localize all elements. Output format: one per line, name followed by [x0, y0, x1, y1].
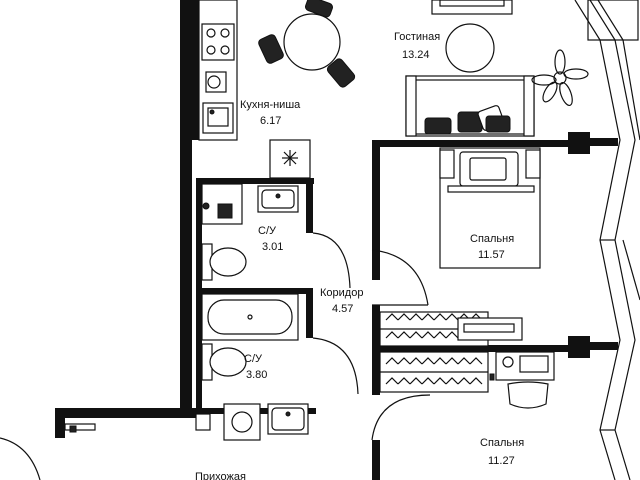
- corridor: Коридор 4.57: [320, 249, 431, 441]
- bedroom2-name: Спальня: [480, 437, 524, 449]
- toilet-icon: [201, 343, 247, 381]
- bedroom-1: Спальня 11.57: [439, 147, 541, 269]
- shower-drain: [217, 203, 233, 219]
- entry-mat: [64, 423, 96, 431]
- bedroom1-area: 11.57: [478, 249, 505, 261]
- corridor-area: 4.57: [332, 303, 353, 315]
- wall-kitchen-bottom: [196, 178, 314, 184]
- stove-icon: [201, 23, 235, 61]
- kitchen: Кухня-ниша 6.17: [198, 0, 311, 179]
- wall-left-main: [180, 0, 192, 410]
- door-arc-bath1: [312, 232, 351, 289]
- column-1: [568, 132, 590, 154]
- wall-kitchen-left: [192, 0, 199, 140]
- washing-machine-icon: [223, 403, 261, 441]
- entry-door: [0, 413, 211, 480]
- window-top-right: [587, 0, 639, 41]
- coffee-table: [445, 23, 495, 73]
- table-icon: [258, 0, 356, 88]
- bath2-name: С/У: [244, 353, 263, 365]
- wall-hall-left: [55, 408, 65, 438]
- door-arc-bedroom2: [371, 394, 431, 441]
- wall-between-baths: [196, 288, 306, 294]
- bath1-name: С/У: [258, 225, 277, 237]
- living-room: Гостиная 13.24: [394, 0, 589, 137]
- living-name: Гостиная: [394, 31, 440, 43]
- column-2: [568, 336, 590, 358]
- dishwasher-icon: [205, 71, 227, 93]
- corridor-name: Коридор: [320, 287, 363, 299]
- bedroom1-name: Спальня: [470, 233, 514, 245]
- wardrobe-lower: [379, 351, 489, 393]
- wall-closet-left: [372, 305, 380, 395]
- bathroom-2: С/У 3.80: [201, 293, 359, 441]
- sink-icon: [257, 185, 299, 213]
- hall-name: Прихожая: [195, 471, 246, 480]
- wall-stub-1: [590, 138, 618, 146]
- toilet-icon: [201, 243, 247, 281]
- sink-icon: [202, 102, 234, 134]
- bed-icon: [439, 147, 541, 269]
- sink-icon: [267, 403, 309, 435]
- wall-bedroom2-left: [372, 440, 380, 480]
- door-lock: [69, 425, 77, 433]
- sofa-icon: [405, 75, 535, 137]
- wall-living-bottom: [372, 140, 572, 147]
- door-arc-bath2: [312, 337, 359, 395]
- tv-stand: [431, 0, 513, 15]
- wall-bath1-right-top: [306, 178, 313, 233]
- bathtub-icon: [201, 293, 299, 341]
- door-arc-bedroom1: [371, 249, 429, 306]
- desk-icon: [457, 317, 555, 381]
- wall-bedroom1-left: [372, 140, 380, 280]
- shaft: [195, 413, 211, 431]
- facade-windows: [574, 0, 640, 480]
- wall-hall-top: [55, 408, 200, 418]
- kitchen-name: Кухня-ниша: [240, 99, 301, 111]
- wall-bath2-right-top: [306, 288, 313, 338]
- living-area: 13.24: [402, 49, 430, 61]
- chair-icon: [507, 381, 549, 409]
- kitchen-area: 6.17: [260, 115, 281, 127]
- plant-icon: [531, 49, 589, 107]
- bath1-area: 3.01: [262, 241, 283, 253]
- chair-icon: [258, 0, 356, 88]
- wall-stub-2: [590, 342, 618, 350]
- wall-bedrooms-divider: [372, 345, 572, 352]
- bathroom-1: С/У 3.01: [201, 183, 351, 289]
- bedroom2-area: 11.27: [488, 455, 515, 467]
- snowflake-icon: [282, 150, 298, 166]
- bath2-area: 3.80: [246, 369, 267, 381]
